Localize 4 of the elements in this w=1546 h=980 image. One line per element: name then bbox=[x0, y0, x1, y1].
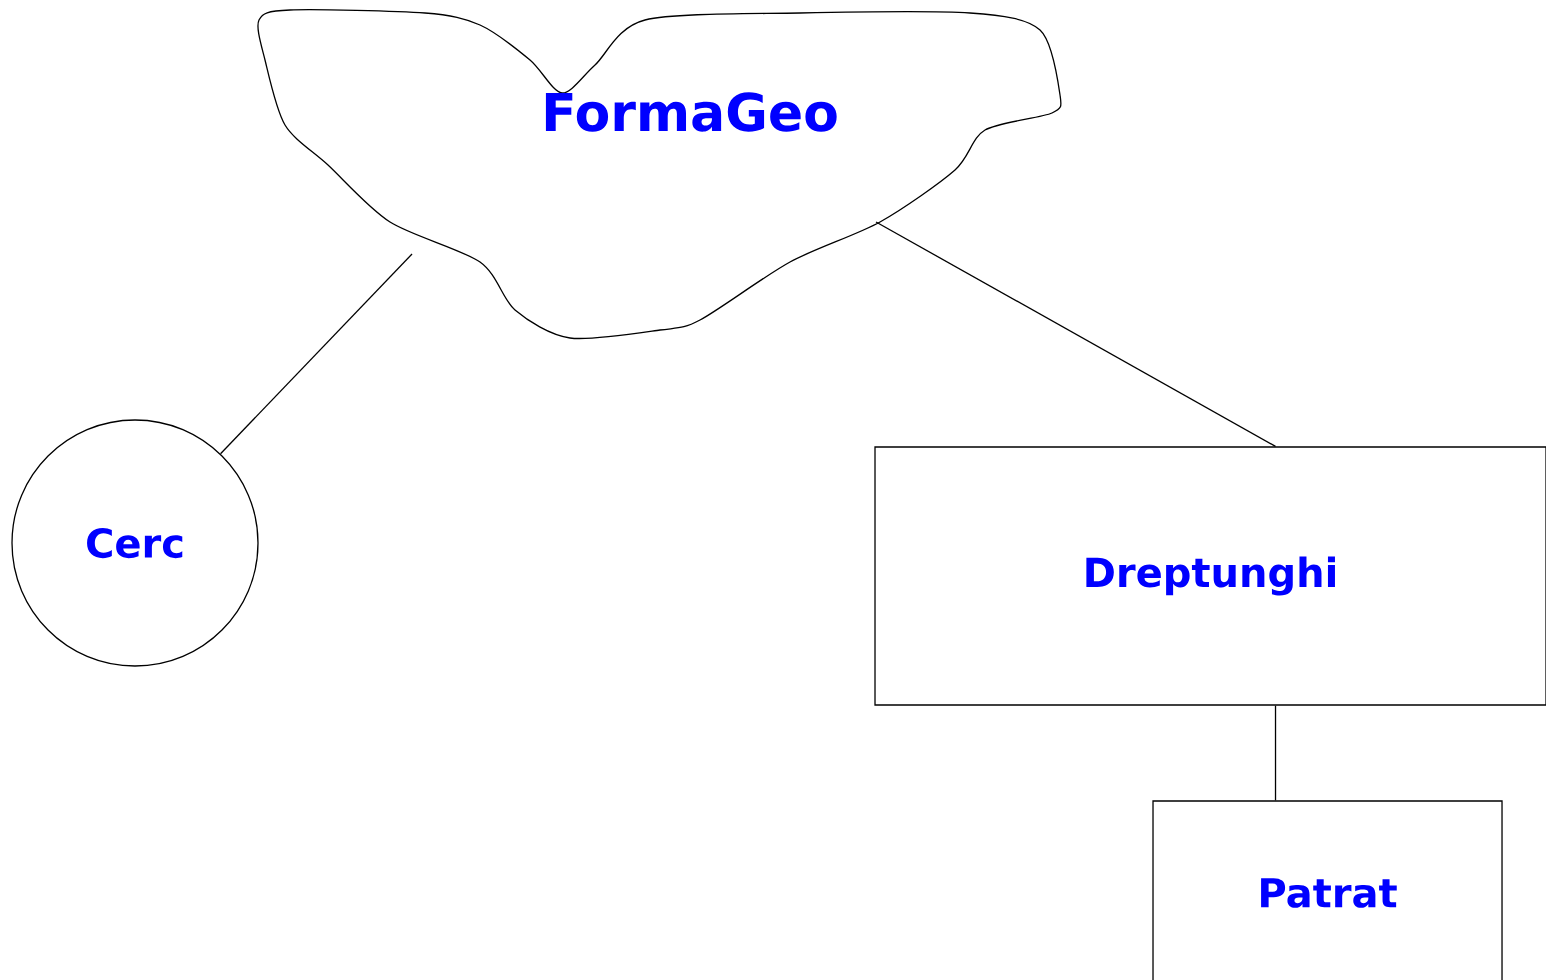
connector-line bbox=[875, 221, 1277, 447]
connector-line bbox=[1274, 705, 1277, 801]
circle-node: Cerc bbox=[11, 419, 259, 667]
connector-line bbox=[219, 253, 413, 455]
